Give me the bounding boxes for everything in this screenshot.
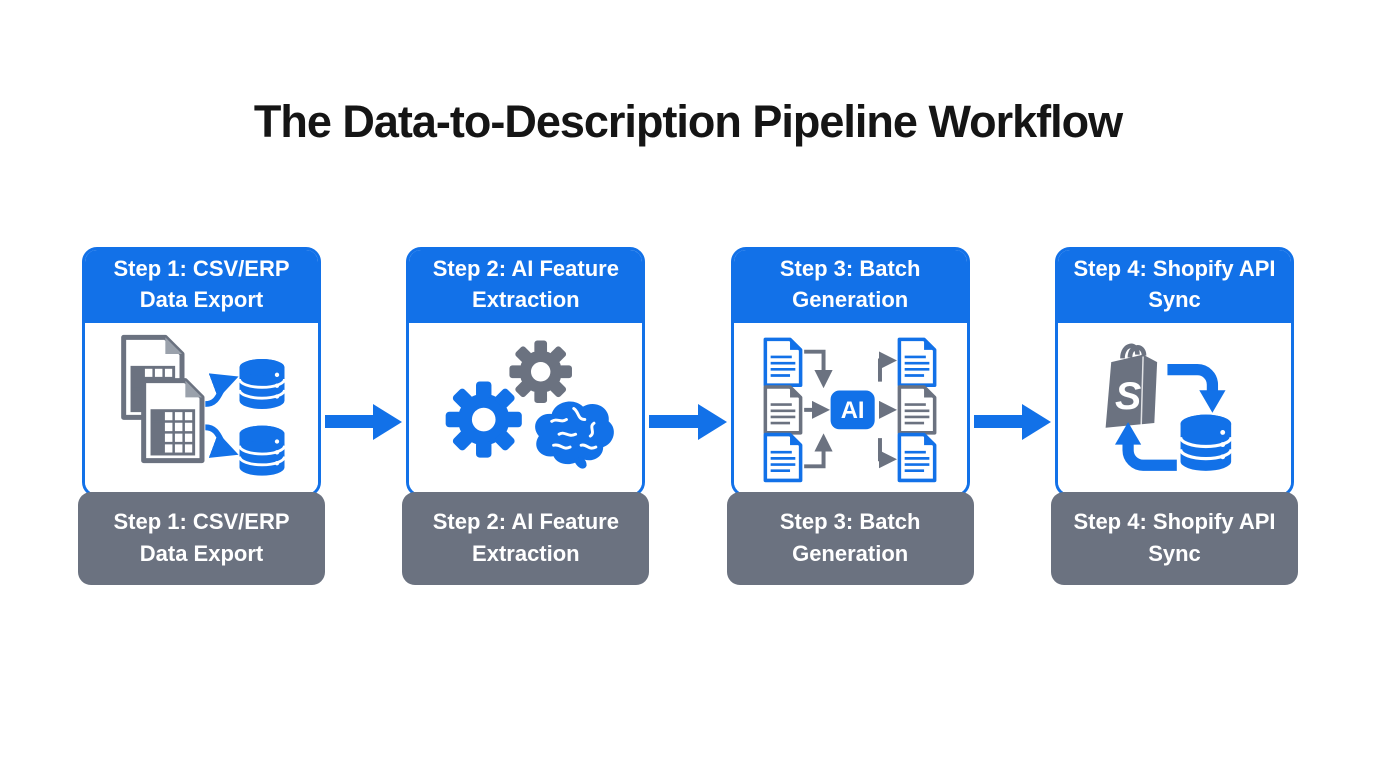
flow-arrow-right-icon xyxy=(973,403,1051,440)
flow-arrow-right-icon xyxy=(649,403,727,440)
step-3-header: Step 3: Batch Generation xyxy=(733,249,967,324)
step-4-body: S xyxy=(1057,323,1291,494)
gears-brain-icon xyxy=(445,340,614,469)
step-1-header: Step 1: CSV/ERP Data Export xyxy=(85,249,318,324)
step-2-body xyxy=(409,323,643,494)
step-1-body xyxy=(85,323,318,494)
database-icon xyxy=(237,357,286,477)
fanout-arrows xyxy=(878,350,898,468)
step-3-footer: Step 3: Batch Generation xyxy=(726,491,974,585)
step-card-4-top: Step 4: Shopify API Sync xyxy=(1054,246,1294,497)
documents-ai-fanout-icon: AI xyxy=(763,337,937,482)
step-2-header: Step 2: AI Feature Extraction xyxy=(409,249,643,324)
sync-arrow-down-icon xyxy=(1167,363,1227,413)
output-document-icons xyxy=(897,337,937,482)
shopify-bag-icon: S xyxy=(1106,343,1158,428)
step-2-footer: Step 2: AI Feature Extraction xyxy=(402,491,650,585)
sync-arrow-up-icon xyxy=(1115,421,1178,471)
step-card-1-top: Step 1: CSV/ERP Data Export xyxy=(82,246,321,497)
step-card-1: Step 1: CSV/ERP Data Export xyxy=(78,246,325,585)
step-card-3-top: Step 3: Batch Generation xyxy=(730,246,970,497)
export-arrows xyxy=(204,372,239,458)
svg-text:AI: AI xyxy=(841,396,865,423)
brain-icon xyxy=(534,401,614,469)
input-document-icons xyxy=(763,337,803,482)
step-card-4: Step 4: Shopify API Sync xyxy=(1050,246,1298,585)
spreadsheet-icon xyxy=(123,337,201,460)
ai-badge: AI xyxy=(830,390,875,429)
step-card-2: Step 2: AI Feature Extraction xyxy=(402,246,650,585)
page-title: The Data-to-Description Pipeline Workflo… xyxy=(253,96,1123,147)
step-3-body: AI xyxy=(733,323,967,494)
shopify-database-sync-icon: S xyxy=(1106,343,1234,472)
svg-text:S: S xyxy=(1115,374,1141,418)
gear-icon-gray xyxy=(509,340,572,404)
spreadsheet-to-database-icon xyxy=(109,334,286,477)
connector-3-4 xyxy=(973,247,1051,585)
step-card-2-top: Step 2: AI Feature Extraction xyxy=(406,246,646,497)
step-4-footer: Step 4: Shopify API Sync xyxy=(1050,491,1298,585)
connector-1-2 xyxy=(325,247,403,585)
database-icon xyxy=(1179,412,1234,472)
step-4-header: Step 4: Shopify API Sync xyxy=(1057,249,1291,324)
connector-2-3 xyxy=(649,247,727,585)
gear-icon-blue xyxy=(445,381,522,458)
fanin-arrows xyxy=(804,349,833,468)
step-card-3: Step 3: Batch Generation xyxy=(726,246,974,585)
pipeline-diagram: Step 1: CSV/ERP Data Export xyxy=(78,246,1298,585)
flow-arrow-right-icon xyxy=(325,403,403,440)
step-1-footer: Step 1: CSV/ERP Data Export xyxy=(78,491,325,585)
